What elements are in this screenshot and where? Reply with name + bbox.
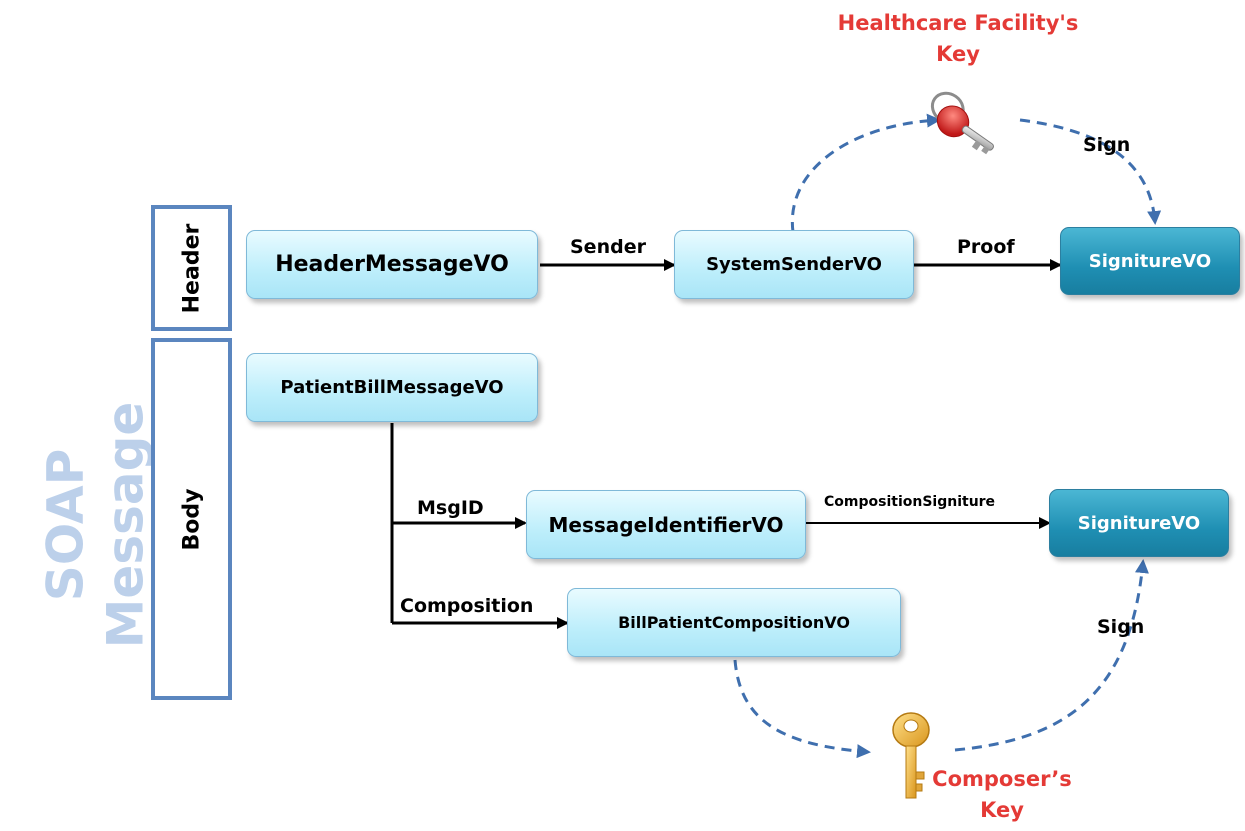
dashed-arrow-to-facility-key [790,113,941,233]
patient-bill-label: PatientBillMessageVO [280,377,504,398]
signature-header-label: SignitureVO [1088,250,1212,272]
proof-label: Proof [957,236,1015,258]
bill-patient-composition-node: BillPatientCompositionVO [567,588,901,657]
red-key-icon [930,91,994,155]
header-section-label: Header [179,223,205,313]
signature-header-node: SignitureVO [1060,227,1240,295]
sign-top-label: Sign [1083,134,1131,156]
sender-label: Sender [570,236,646,258]
system-sender-node: SystemSenderVO [674,230,914,299]
composition-label: Composition [400,595,534,617]
patient-bill-node: PatientBillMessageVO [246,353,538,422]
composer-key-label: Composer’s Key [917,764,1087,826]
bill-patient-composition-label: BillPatientCompositionVO [618,613,850,632]
dashed-arrow-to-composer-key [733,659,871,759]
header-message-label: HeaderMessageVO [275,252,509,277]
composer-key-label-line2: Key [980,798,1024,822]
signature-body-label: SignitureVO [1077,512,1201,534]
signature-body-node: SignitureVO [1049,489,1229,557]
message-identifier-node: MessageIdentifierVO [526,490,806,559]
system-sender-label: SystemSenderVO [706,254,882,275]
composition-signature-label: CompositionSigniture [824,494,996,510]
facility-key-label: Healthcare Facility's Key [818,8,1098,70]
header-section: Header [151,205,232,331]
message-identifier-label: MessageIdentifierVO [548,512,784,537]
header-message-node: HeaderMessageVO [246,230,538,299]
soap-message-title: SOAP Message [20,360,170,690]
title-line-1: SOAP [36,448,95,602]
title-line-2: Message [96,401,155,649]
body-section-label: Body [178,488,204,550]
gold-key-icon [892,712,930,799]
facility-key-label-line1: Healthcare Facility's [837,11,1079,35]
body-section: Body [151,338,232,700]
composer-key-label-line1: Composer’s [932,767,1072,791]
sign-bottom-label: Sign [1097,616,1145,638]
msgid-label: MsgID [417,497,484,519]
facility-key-label-line2: Key [936,42,980,66]
dashed-arrow-composer-key-to-signature [954,559,1149,752]
